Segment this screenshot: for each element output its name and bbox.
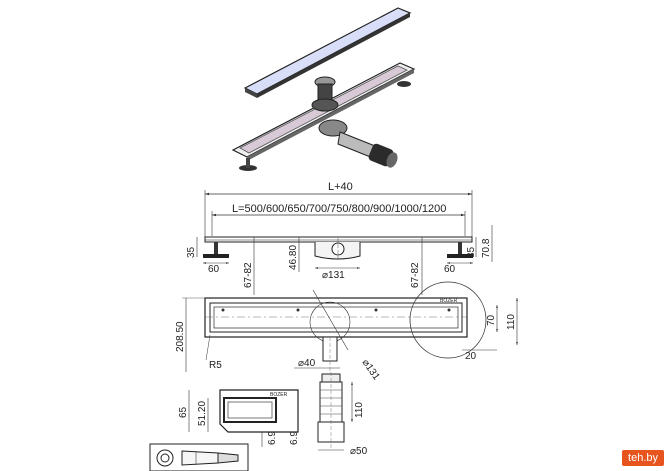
- total-length-label: L+40: [328, 181, 353, 193]
- side-outlet: [314, 238, 361, 262]
- cover-grate: [243, 7, 412, 98]
- leg-height-right-label: 67-82: [410, 262, 421, 288]
- length-options-label: L=500/600/650/700/750/800/900/1000/1200: [232, 203, 446, 215]
- flange-width-right-label: 60: [444, 264, 456, 275]
- pipe-axis-label: 46.80: [288, 245, 299, 270]
- inner-offset-label: 20: [465, 351, 477, 362]
- outlet-diameter-label: ⌀131: [322, 270, 345, 281]
- corner-radius-label: R5: [209, 360, 222, 371]
- inner-width-label: 70: [486, 314, 497, 326]
- outer-width-label: 110: [506, 314, 517, 330]
- grate-height-label: 65: [178, 406, 189, 418]
- plan-width-label: 208.50: [175, 321, 186, 352]
- pipe-detail: 110 ⌀50: [317, 372, 368, 457]
- leg-height-left-label: 67-82: [243, 262, 254, 288]
- body-height-label: 70.8: [481, 238, 492, 258]
- seal-diameter-label: ⌀50: [350, 446, 368, 457]
- brand-mark-plan: BOZER: [440, 298, 458, 304]
- side-feet: [203, 242, 473, 258]
- frame-height-label: 35: [186, 246, 197, 258]
- side-view: L+40 L=500/600/650/700/750/800/900/1000/…: [186, 181, 493, 295]
- flange-width-left-label: 60: [208, 264, 220, 275]
- brand-mark-detail: BOZER: [270, 392, 288, 398]
- pipe-diameter-label: ⌀40: [298, 358, 316, 369]
- pipe-length-label: 110: [354, 402, 365, 418]
- watermark: teh.by: [622, 450, 664, 466]
- plan-view: BOZER 208.50 R5 70 110 20 ⌀40 ⌀131: [175, 281, 518, 383]
- frame-height-right-label: 35: [466, 246, 477, 258]
- plug-thickness-right-label: 6.9: [289, 431, 300, 445]
- plug-thickness-left-label: 6.9: [267, 431, 278, 445]
- flange-diameter-label: ⌀131: [360, 357, 382, 382]
- grate-inner-label: 51.20: [197, 401, 208, 426]
- grate-detail: BOZER 65 51.20 6.9 6.9: [178, 389, 300, 447]
- plan-screws: [221, 308, 451, 312]
- isometric-view: [231, 7, 416, 171]
- siphon-trap: [311, 76, 398, 168]
- plug-detail: [149, 443, 249, 471]
- detail-circle: [409, 281, 487, 359]
